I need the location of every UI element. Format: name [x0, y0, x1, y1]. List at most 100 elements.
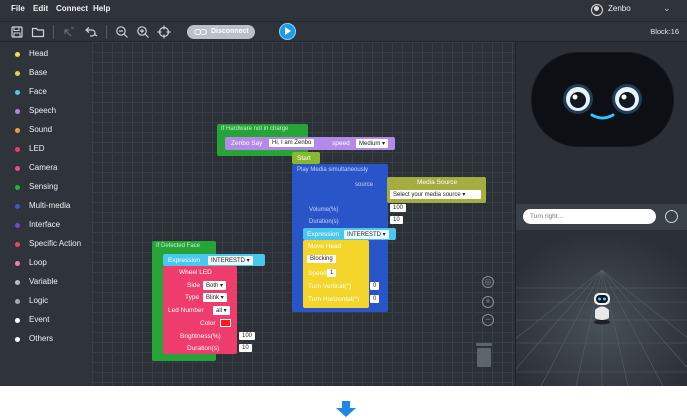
- trash-icon[interactable]: [474, 342, 494, 368]
- move-head-block[interactable]: Move Head Blocking Speed 1 Turn Vertical…: [303, 240, 369, 308]
- sidebar-item-specific-action[interactable]: Specific Action: [0, 236, 92, 254]
- head-speed-field[interactable]: 1: [327, 269, 337, 277]
- wheel-led-block[interactable]: Wheel LED Side Both ▾ Type Blink ▾ Led N…: [163, 266, 237, 354]
- disconnect-button[interactable]: Disconnect: [187, 25, 255, 39]
- face-expression-block[interactable]: Expression INTERESTD ▾: [163, 254, 265, 266]
- media-source-dropdown[interactable]: Select your media source ▾: [390, 190, 481, 199]
- speed-dropdown[interactable]: Medium ▾: [356, 139, 389, 148]
- sidebar-item-face[interactable]: Face: [0, 84, 92, 102]
- category-dot-icon: [15, 299, 20, 304]
- recenter-icon[interactable]: [157, 25, 171, 39]
- sidebar-item-interface[interactable]: Interface: [0, 217, 92, 235]
- zoom-in-icon[interactable]: +: [482, 296, 494, 308]
- sidebar-item-sound[interactable]: Sound: [0, 122, 92, 140]
- sidebar-item-label: Loop: [29, 258, 47, 267]
- menu-file[interactable]: File: [11, 4, 25, 13]
- block-label: Start: [297, 154, 311, 162]
- save-icon[interactable]: [10, 25, 24, 39]
- media-source-block[interactable]: Media Source Select your media source ▾: [387, 177, 486, 203]
- sidebar-item-sensing[interactable]: Sensing: [0, 179, 92, 197]
- zoom-out-icon[interactable]: [115, 25, 129, 39]
- chat-input[interactable]: [523, 209, 656, 224]
- volume-field[interactable]: 100: [390, 204, 407, 212]
- sidebar-item-label: Others: [29, 334, 54, 343]
- category-dot-icon: [15, 318, 20, 323]
- arrow-down-icon: [336, 401, 356, 417]
- sidebar-item-label: Speech: [29, 106, 57, 115]
- chevron-down-icon: ⌄: [663, 3, 671, 13]
- sidebar-item-others[interactable]: Others: [0, 331, 92, 349]
- app-window: File Edit Connect Help Zenbo ⌄: [0, 0, 687, 386]
- category-dot-icon: [15, 261, 20, 266]
- block-footer: [217, 150, 305, 156]
- start-block[interactable]: Start: [292, 152, 320, 164]
- link-icon: [194, 28, 207, 36]
- user-menu[interactable]: Zenbo ⌄: [591, 3, 681, 19]
- duration-field[interactable]: 10: [390, 216, 403, 224]
- sidebar-item-led[interactable]: LED: [0, 141, 92, 159]
- sidebar-item-head[interactable]: Head: [0, 46, 92, 64]
- face-expression-dropdown[interactable]: INTERESTD ▾: [208, 255, 253, 265]
- user-name: Zenbo: [608, 4, 631, 13]
- open-folder-icon[interactable]: [31, 25, 45, 39]
- zoom-out-icon[interactable]: −: [482, 314, 494, 326]
- block-label: Move Head: [308, 243, 342, 250]
- zoom-in-icon[interactable]: [136, 25, 150, 39]
- led-duration-field[interactable]: 10: [239, 344, 252, 352]
- robot-face-icon: [563, 84, 642, 120]
- center-target-icon[interactable]: ◎: [482, 276, 494, 288]
- sidebar-item-label: Event: [29, 315, 50, 324]
- expression-dropdown[interactable]: INTERESTD ▾: [344, 229, 389, 239]
- category-dot-icon: [15, 71, 20, 76]
- block-workspace[interactable]: If Hardware not in charge Zenbo Say Hi, …: [92, 42, 515, 386]
- menu-edit[interactable]: Edit: [33, 4, 49, 13]
- sidebar-item-base[interactable]: Base: [0, 65, 92, 83]
- block-label: Duration(s): [309, 219, 339, 225]
- sidebar-item-logic[interactable]: Logic: [0, 293, 92, 311]
- expression-block[interactable]: Expression INTERESTD ▾: [303, 228, 396, 240]
- toolbar-divider: [53, 25, 54, 39]
- sidebar-item-loop[interactable]: Loop: [0, 255, 92, 273]
- zenbo-say-block[interactable]: Zenbo Say Hi, I am Zenbo speed Medium ▾: [225, 137, 395, 150]
- block-label: Side: [187, 282, 201, 289]
- sidebar-item-speech[interactable]: Speech: [0, 103, 92, 121]
- category-dot-icon: [15, 185, 20, 190]
- block-header: If Detected Face: [156, 243, 201, 249]
- sidebar-item-variable[interactable]: Variable: [0, 274, 92, 292]
- block-label: Expression: [168, 256, 201, 264]
- block-count: Block:16: [650, 27, 679, 36]
- category-dot-icon: [15, 223, 20, 228]
- led-color-swatch[interactable]: [220, 319, 231, 327]
- sidebar-item-multi-media[interactable]: Multi-media: [0, 198, 92, 216]
- sidebar-item-label: Camera: [29, 163, 58, 172]
- block-header: Play Media simultaneously: [297, 167, 369, 173]
- block-label: Color: [200, 320, 216, 327]
- move-mode-field[interactable]: Blocking: [307, 255, 336, 263]
- run-program-button[interactable]: [279, 23, 296, 40]
- sidebar-item-label: Variable: [29, 277, 58, 286]
- undo-icon[interactable]: [62, 25, 76, 39]
- media-source-value: Select your media source: [393, 192, 461, 198]
- say-text-field[interactable]: Hi, I am Zenbo: [269, 139, 315, 147]
- robot-face-display: [532, 53, 673, 146]
- block-label: Brightness(%): [180, 333, 221, 340]
- led-number-dropdown[interactable]: all ▾: [213, 306, 230, 315]
- 3d-simulator-view[interactable]: [516, 230, 687, 386]
- category-dot-icon: [15, 337, 20, 342]
- sidebar-item-camera[interactable]: Camera: [0, 160, 92, 178]
- toolbar-divider: [106, 25, 107, 39]
- type-dropdown[interactable]: Blink ▾: [203, 293, 227, 302]
- turn-horizontal-field[interactable]: 0: [370, 295, 380, 303]
- block-label: Duration(s): [187, 345, 220, 352]
- speed-value: Medium: [359, 141, 381, 147]
- turn-vertical-field[interactable]: 0: [370, 282, 380, 290]
- sidebar-item-event[interactable]: Event: [0, 312, 92, 330]
- send-message-icon[interactable]: [665, 210, 678, 223]
- brightness-field[interactable]: 100: [239, 332, 256, 340]
- menu-connect[interactable]: Connect: [56, 4, 88, 13]
- sidebar-item-label: Interface: [29, 220, 61, 229]
- redo-icon[interactable]: [84, 25, 98, 39]
- menu-help[interactable]: Help: [93, 4, 111, 13]
- category-dot-icon: [15, 280, 20, 285]
- side-dropdown[interactable]: Both ▾: [203, 281, 227, 290]
